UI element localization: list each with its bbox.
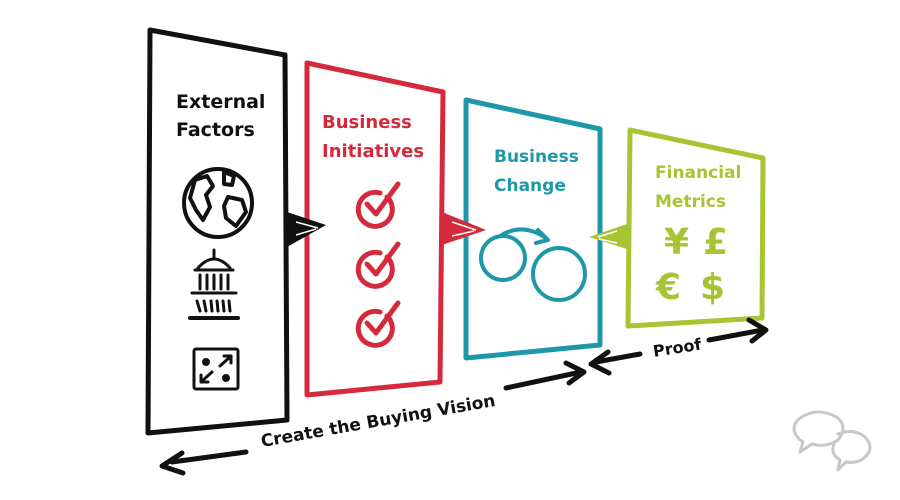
cycle-icon — [479, 227, 587, 302]
buying-vision-arrow — [159, 360, 587, 476]
buying-vision-label: Create the Buying Vision — [259, 391, 497, 452]
panel-external-factors: External Factors — [145, 27, 290, 436]
checkmark-icon — [355, 181, 401, 229]
panel-metrics-title-line2: Metrics — [655, 192, 726, 212]
panel-change-title-line2: Change — [494, 176, 566, 196]
panel-business-initiatives: Business Initiatives — [304, 60, 446, 398]
chat-bubbles-icon — [792, 410, 872, 472]
connector-arrow-green — [589, 224, 627, 249]
panel-initiatives-title-line1: Business — [322, 112, 412, 133]
panel-business-change: Business Change — [463, 97, 603, 361]
panel-financial-metrics: Financial Metrics ¥ £ € $ — [625, 127, 766, 329]
panel-change-title-line1: Business — [494, 147, 579, 167]
panel-metrics-title-line1: Financial — [655, 163, 741, 183]
euro-symbol: € — [655, 267, 681, 308]
proof-arrow — [588, 317, 769, 376]
proof-label: Proof — [652, 334, 704, 361]
checkmark-icon — [355, 300, 401, 348]
yen-symbol: ¥ — [664, 222, 689, 263]
panel-initiatives-title-line2: Initiatives — [322, 141, 424, 162]
dollar-symbol: $ — [700, 267, 725, 308]
globe-icon — [182, 167, 254, 239]
capitol-icon — [188, 248, 240, 320]
checkmark-icon — [355, 241, 401, 289]
panel-external-title-line1: External — [176, 91, 265, 113]
connector-arrow-red — [442, 212, 486, 245]
connector-arrow-black — [287, 212, 326, 247]
panel-external-title-line2: Factors — [176, 119, 255, 141]
arrows-box-icon — [192, 347, 240, 391]
pound-symbol: £ — [703, 222, 728, 263]
